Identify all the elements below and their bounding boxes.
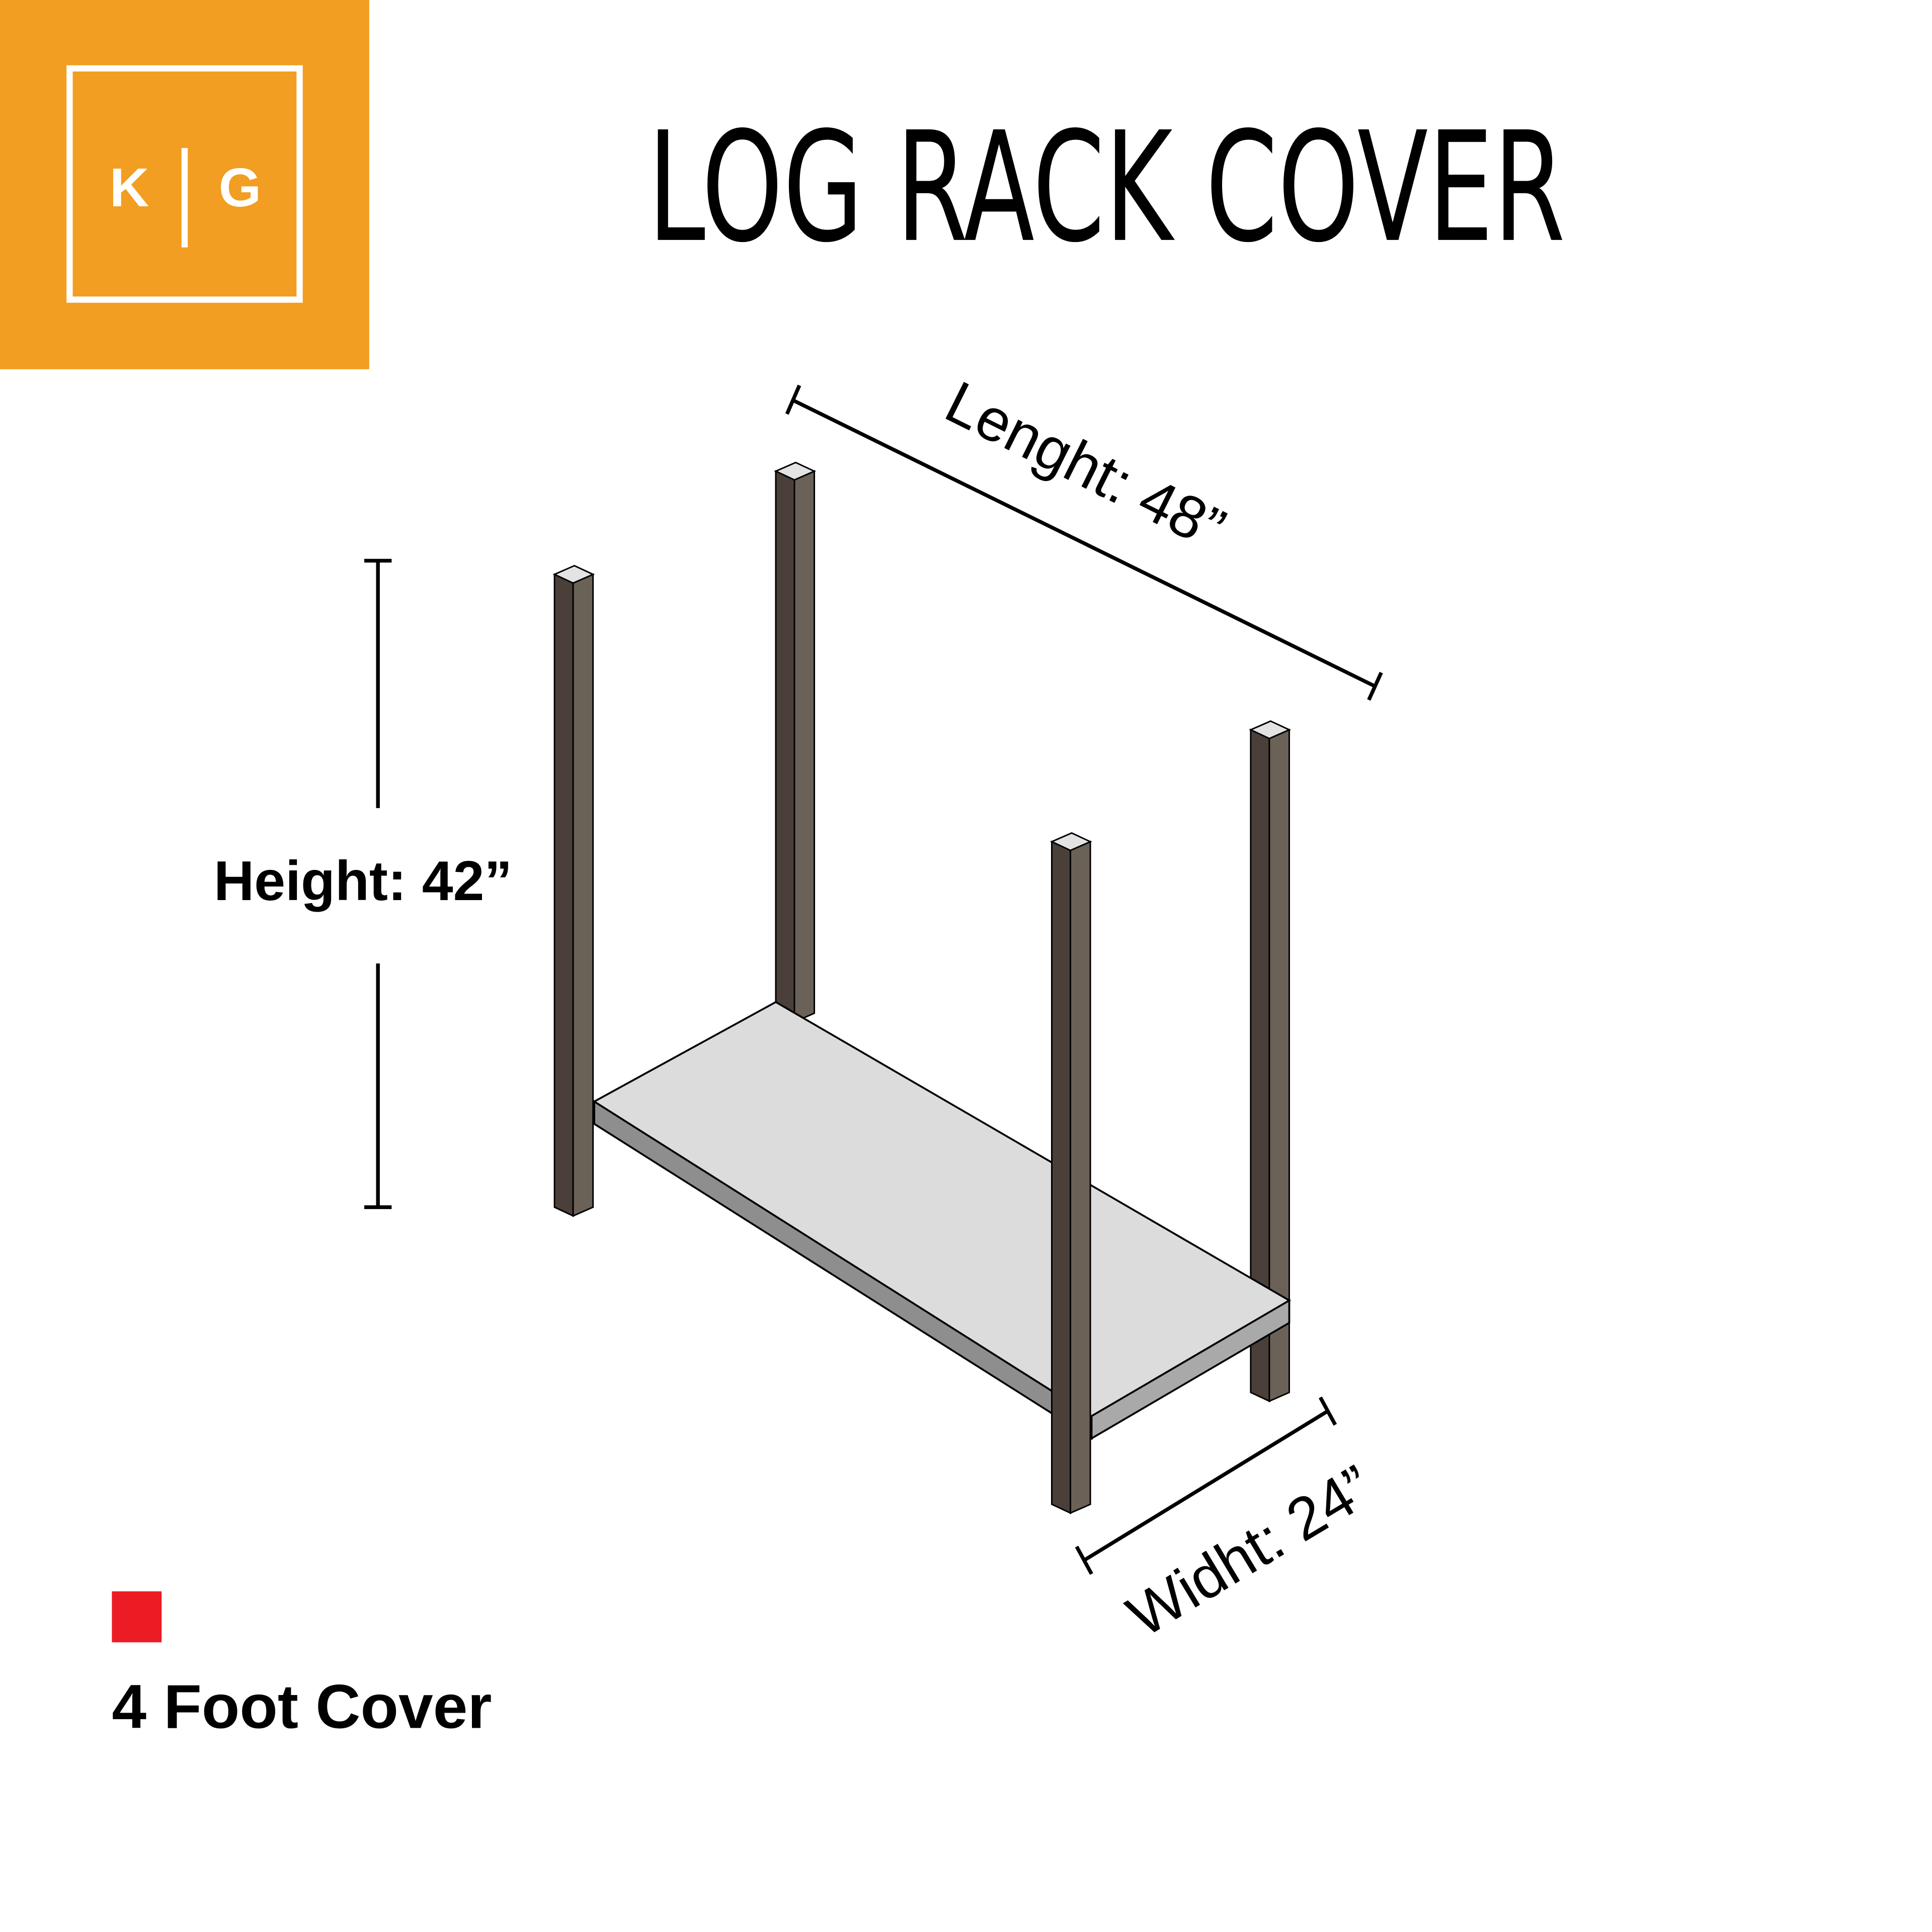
legend-swatch bbox=[112, 1591, 162, 1643]
width-label: Widht: 24” bbox=[1116, 1453, 1384, 1650]
shelf bbox=[592, 1001, 1292, 1440]
kg-logo: K G bbox=[0, 0, 369, 369]
height-label: Height: 42” bbox=[214, 849, 512, 912]
legend-label: 4 Foot Cover bbox=[112, 1672, 492, 1742]
width-dimension bbox=[1075, 1396, 1337, 1575]
post-back-left bbox=[774, 461, 817, 1023]
post-front-right bbox=[1050, 832, 1092, 1514]
length-tick-end bbox=[1367, 672, 1383, 701]
height-dimension bbox=[364, 558, 392, 1210]
length-line bbox=[792, 398, 1376, 688]
width-tick-end bbox=[1318, 1396, 1337, 1426]
width-tick-start bbox=[1075, 1546, 1093, 1575]
post-front-left bbox=[552, 565, 595, 1218]
logo-divider bbox=[181, 148, 188, 248]
logo-letter-k: K bbox=[110, 157, 149, 218]
width-line bbox=[1083, 1409, 1329, 1562]
logo-frame bbox=[66, 65, 303, 303]
length-label: Lenght: 48” bbox=[935, 369, 1235, 563]
length-tick-start bbox=[785, 384, 801, 415]
page-title: LOG RACK COVER bbox=[648, 100, 1565, 276]
shelf-top bbox=[592, 1001, 1292, 1417]
logo-letter-g: G bbox=[219, 157, 262, 218]
length-dimension bbox=[785, 384, 1383, 701]
post-back-right bbox=[1249, 720, 1292, 1403]
